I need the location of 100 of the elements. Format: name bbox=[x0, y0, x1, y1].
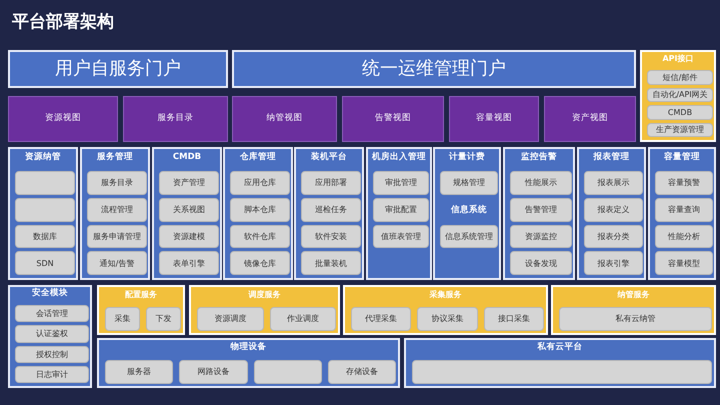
module-box: 值班表管理 bbox=[373, 224, 429, 248]
panel-heading: 安全模块 bbox=[31, 289, 69, 299]
module-box: 私有云纳管 bbox=[559, 307, 712, 331]
module-box bbox=[15, 198, 75, 222]
panel-heading: 资源纳管 bbox=[24, 153, 62, 163]
module-box: 性能分析 bbox=[655, 224, 713, 248]
panel-heading: 私有云平台 bbox=[536, 343, 584, 353]
module-box: 性能展示 bbox=[510, 171, 572, 195]
portal-banner: 统一运维管理门户 bbox=[232, 50, 636, 88]
view-box: 资产视图 bbox=[544, 96, 636, 142]
module-box: 资源调度 bbox=[197, 307, 264, 331]
module-panel bbox=[8, 285, 92, 388]
module-box: 授权控制 bbox=[15, 346, 89, 363]
module-box: 报表引擎 bbox=[584, 251, 643, 275]
module-box: 网路设备 bbox=[179, 360, 248, 384]
module-box: 软件安装 bbox=[301, 224, 361, 248]
module-box: 审批配置 bbox=[373, 198, 429, 222]
module-box: 报表展示 bbox=[584, 171, 643, 195]
panel-heading: 调度服务 bbox=[247, 290, 282, 300]
panel-heading: 配置服务 bbox=[124, 290, 158, 300]
module-box: 镜像仓库 bbox=[230, 251, 290, 275]
module-box: 自动化/API网关 bbox=[647, 88, 713, 102]
module-box: 短信/邮件 bbox=[647, 70, 713, 84]
module-panel bbox=[294, 147, 364, 280]
module-box: 容量查询 bbox=[655, 198, 713, 222]
module-box: 通知/告警 bbox=[87, 251, 147, 275]
view-box: 资源视图 bbox=[8, 96, 118, 142]
module-box: 存储设备 bbox=[328, 360, 396, 384]
panel-heading: 机房出入管理 bbox=[371, 153, 427, 163]
module-box: 信息系统管理 bbox=[440, 224, 498, 248]
panel-heading: 计量计费 bbox=[448, 153, 486, 163]
panel-heading: 报表管理 bbox=[592, 153, 630, 163]
module-box: 流程管理 bbox=[87, 198, 147, 222]
module-box: 报表分类 bbox=[584, 224, 643, 248]
module-panel bbox=[503, 147, 575, 280]
section-heading: 信息系统 bbox=[451, 204, 487, 216]
module-box: 会话管理 bbox=[15, 305, 89, 322]
view-box: 告警视图 bbox=[342, 96, 444, 142]
module-panel bbox=[189, 285, 340, 335]
module-panel bbox=[366, 147, 432, 280]
module-box: 关系视图 bbox=[159, 198, 219, 222]
module-panel bbox=[640, 50, 716, 142]
module-panel bbox=[80, 147, 150, 280]
module-box: 脚本仓库 bbox=[230, 198, 290, 222]
module-box: 资源建模 bbox=[159, 224, 219, 248]
module-panel bbox=[152, 147, 222, 280]
panel-heading: 采集服务 bbox=[428, 290, 462, 300]
module-box: 应用仓库 bbox=[230, 171, 290, 195]
view-box: 容量视图 bbox=[449, 96, 539, 142]
module-panel bbox=[648, 147, 716, 280]
module-box: 容量预警 bbox=[655, 171, 713, 195]
module-box: 服务目录 bbox=[87, 171, 147, 195]
module-box: 告警管理 bbox=[510, 198, 572, 222]
module-box: 数据库 bbox=[15, 224, 75, 248]
panel-heading: 服务管理 bbox=[96, 153, 134, 163]
module-box: 巡检任务 bbox=[301, 198, 361, 222]
panel-heading: CMDB bbox=[172, 153, 202, 163]
view-box: 服务目录 bbox=[123, 96, 228, 142]
panel-heading: 纳管服务 bbox=[616, 290, 650, 300]
module-panel bbox=[223, 147, 293, 280]
module-box: 资产管理 bbox=[159, 171, 219, 195]
panel-heading: API接口 bbox=[661, 54, 695, 64]
module-box: 资源监控 bbox=[510, 224, 572, 248]
module-box: 表单引擎 bbox=[159, 251, 219, 275]
module-box: 批量装机 bbox=[301, 251, 361, 275]
module-box bbox=[254, 360, 322, 384]
module-panel bbox=[97, 285, 185, 335]
module-box: 认证鉴权 bbox=[15, 325, 89, 342]
module-box: 协议采集 bbox=[417, 307, 478, 331]
panel-heading: 仓库管理 bbox=[239, 153, 277, 163]
module-box: CMDB bbox=[647, 105, 713, 120]
portal-banner: 用户自服务门户 bbox=[8, 50, 228, 88]
module-box: 服务申请管理 bbox=[87, 224, 147, 248]
module-box: 报表定义 bbox=[584, 198, 643, 222]
module-box: 软件仓库 bbox=[230, 224, 290, 248]
panel-heading: 装机平台 bbox=[310, 153, 348, 163]
module-box: 审批管理 bbox=[373, 171, 429, 195]
module-panel bbox=[577, 147, 646, 280]
module-box: 容量模型 bbox=[655, 251, 713, 275]
module-panel bbox=[343, 285, 548, 335]
panel-heading: 物理设备 bbox=[229, 343, 268, 353]
module-box: 作业调度 bbox=[270, 307, 336, 331]
module-panel bbox=[404, 338, 716, 388]
module-box: SDN bbox=[15, 251, 75, 275]
panel-heading: 监控告警 bbox=[520, 153, 558, 163]
module-box: 接口采集 bbox=[484, 307, 544, 331]
module-box: 应用部署 bbox=[301, 171, 361, 195]
module-box: 规格管理 bbox=[440, 171, 498, 195]
module-panel bbox=[433, 147, 501, 280]
module-box bbox=[15, 171, 75, 195]
module-box bbox=[412, 360, 712, 384]
module-panel bbox=[551, 285, 716, 335]
panel-heading: 容量管理 bbox=[663, 153, 701, 163]
module-box: 服务器 bbox=[105, 360, 174, 384]
module-panel bbox=[97, 338, 400, 388]
module-box: 代理采集 bbox=[351, 307, 412, 331]
module-box: 设备发现 bbox=[510, 251, 572, 275]
module-box: 日志审计 bbox=[15, 366, 89, 383]
module-box: 采集 bbox=[105, 307, 140, 331]
module-box: 下发 bbox=[146, 307, 181, 331]
